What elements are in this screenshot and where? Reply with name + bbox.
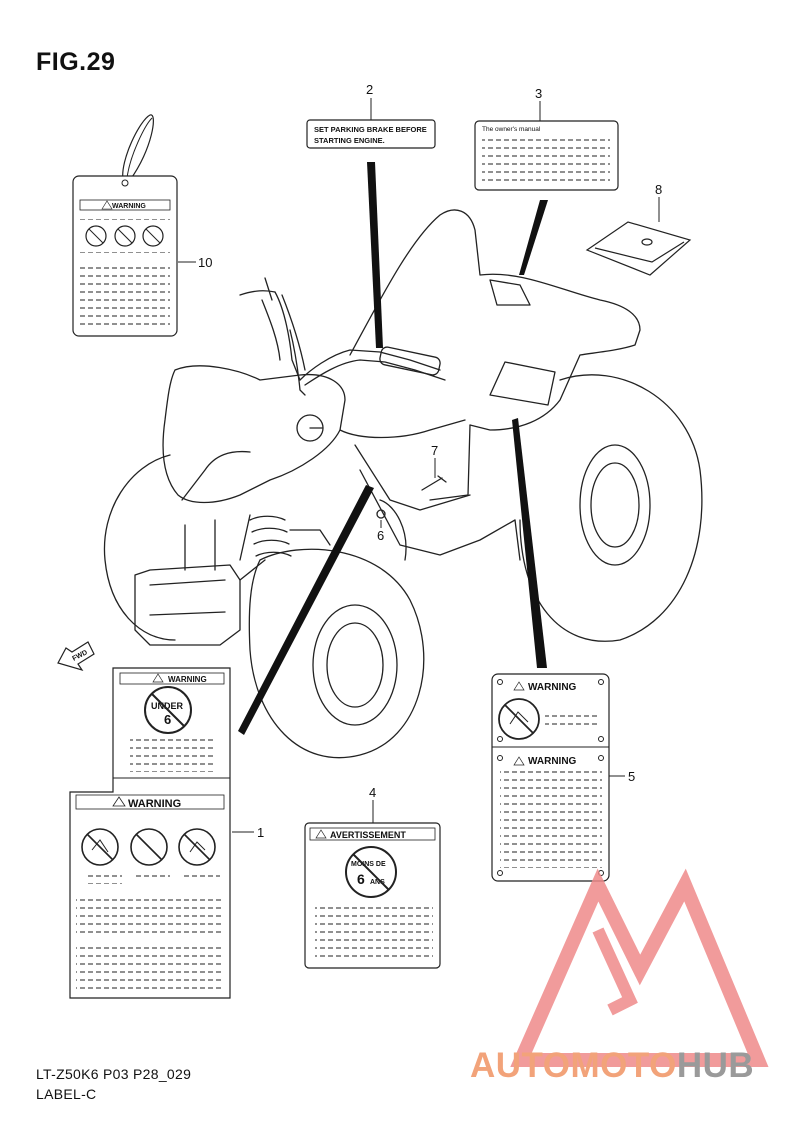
leader-lines	[238, 162, 548, 735]
tag-warning: WARNING	[112, 203, 146, 210]
moins-text: MOINS DE	[351, 861, 386, 868]
parking-line-2: STARTING ENGINE.	[314, 136, 385, 145]
suspension	[249, 515, 331, 557]
callout-4: 4	[369, 785, 376, 800]
parking-line-1: SET PARKING BRAKE BEFORE	[314, 125, 427, 134]
moins-number: 6	[357, 871, 365, 887]
callout-1: 1	[257, 825, 264, 840]
main-warning: WARNING	[128, 798, 181, 810]
label-1-warning: WARNING UNDER 6 WARNING	[69, 667, 231, 999]
leader-2	[367, 162, 383, 348]
left-front-wheel	[103, 454, 176, 641]
label5-warning-bottom: WARNING	[528, 756, 577, 767]
thin-leaders	[178, 98, 660, 833]
label5-warning-top: WARNING	[528, 682, 577, 693]
under-text: UNDER	[151, 701, 184, 711]
callout-8: 8	[655, 182, 662, 197]
footer-code: LT-Z50K6 P03 P28_029	[36, 1066, 192, 1082]
part-7-bolt	[421, 475, 447, 491]
under-number: 6	[164, 712, 171, 727]
front-wheel	[248, 548, 425, 759]
label-3-owners-manual: The owner's manual	[474, 120, 619, 191]
fwd-arrow: FWD	[57, 641, 95, 672]
watermark-part-1: AUTOMOTO	[470, 1046, 677, 1085]
label-10-hang-tag: WARNING	[72, 114, 178, 337]
rear-body	[339, 209, 641, 501]
callout-6: 6	[377, 528, 384, 543]
label-2-parking-brake: SET PARKING BRAKE BEFORE STARTING ENGINE…	[306, 119, 436, 149]
watermark-part-2: HUB	[676, 1046, 755, 1085]
watermark-text: AUTOMOTOHUB	[470, 1046, 754, 1086]
atv-illustration	[103, 209, 703, 759]
manual-heading: The owner's manual	[482, 126, 541, 133]
under-warning: WARNING	[168, 675, 207, 684]
callout-2: 2	[366, 82, 373, 97]
callout-numbers: 2 3 8 10 7 6 1 4 5	[198, 82, 662, 840]
callout-10: 10	[198, 255, 212, 270]
front-body	[162, 365, 346, 504]
avertissement-heading: AVERTISSEMENT	[330, 830, 406, 840]
callout-5: 5	[628, 769, 635, 784]
leader-1	[238, 485, 374, 735]
label-4-avertissement: AVERTISSEMENT MOINS DE 6 ANS	[304, 822, 441, 969]
figure-title: FIG.29	[36, 48, 116, 76]
label-5-warning: WARNING WARNING	[491, 673, 610, 882]
footrest	[354, 444, 521, 561]
label-8-tag	[585, 221, 692, 276]
moins-ans: ANS	[370, 879, 385, 886]
callout-3: 3	[535, 86, 542, 101]
footer-section: LABEL-C	[36, 1086, 97, 1102]
rear-wheel	[519, 374, 703, 642]
handlebars	[239, 277, 446, 396]
watermark-logo	[510, 868, 769, 1067]
leader-5	[512, 418, 547, 668]
part-6-washer	[376, 509, 386, 519]
leader-3	[519, 200, 548, 275]
callout-7: 7	[431, 443, 438, 458]
frame-bumper	[134, 514, 266, 646]
